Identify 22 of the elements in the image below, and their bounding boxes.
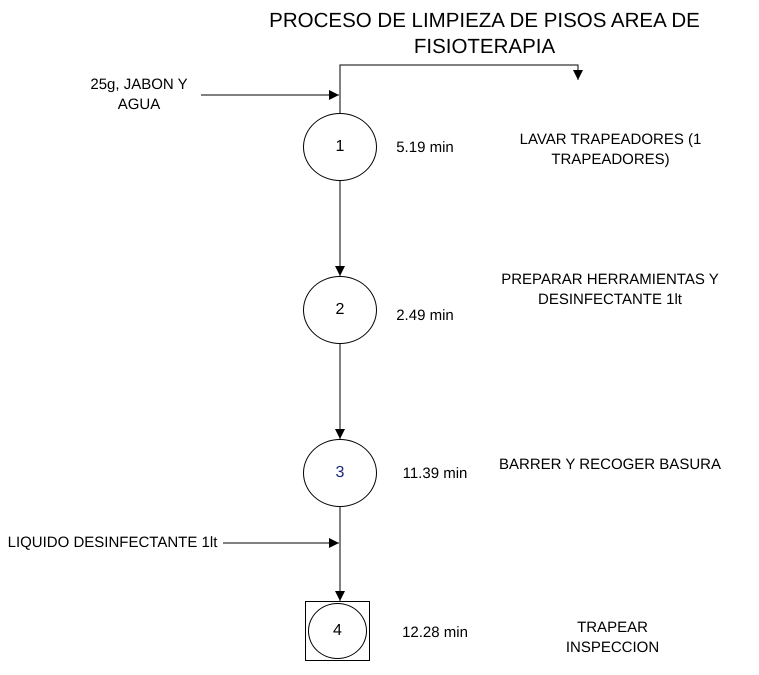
input-label: LIQUIDO DESINFECTANTE 1lt	[5, 522, 220, 564]
arrow	[200, 90, 340, 100]
arrow	[335, 506, 345, 602]
step-description: PREPARAR HERRAMIENTAS Y DESINFECTANTE 1lt	[500, 270, 720, 310]
step-description: TRAPEAR INSPECCION	[564, 618, 660, 658]
step-number: 3	[336, 464, 344, 482]
step-description: BARRER Y RECOGER BASURA	[498, 455, 722, 475]
title: PROCESO DE LIMPIEZA DE PISOS AREA DE FISIOTERAPIA	[268, 8, 701, 60]
input-label: 25g, JABON Y AGUA	[80, 64, 198, 126]
step-number: 2	[336, 301, 344, 319]
step-number: 4	[333, 622, 342, 640]
arrow	[335, 180, 345, 276]
duration-label: 12.28 min	[401, 623, 469, 643]
inspection-symbol	[305, 601, 370, 661]
duration-label: 5.19 min	[395, 138, 455, 158]
duration-label: 2.49 min	[395, 306, 455, 326]
arrow	[222, 538, 340, 548]
duration-label: 11.39 min	[402, 464, 468, 484]
step-description: LAVAR TRAPEADORES (1 TRAPEADORES)	[518, 130, 702, 170]
arrow	[335, 344, 345, 440]
step-number: 1	[336, 138, 344, 156]
arrow	[340, 64, 583, 114]
